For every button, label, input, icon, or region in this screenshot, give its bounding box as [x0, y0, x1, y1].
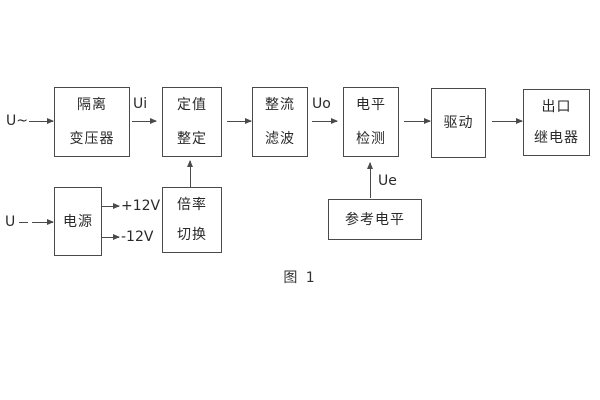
- output-relay-line2: 继电器: [534, 130, 579, 146]
- dc-input-dash: [19, 222, 28, 223]
- block-ratio-switch: 倍率 切换: [162, 187, 222, 253]
- arrow-driver-to-relay: [492, 118, 523, 124]
- setting-adjust-line2: 整定: [177, 131, 207, 147]
- ratio-switch-line2: 切换: [177, 227, 207, 243]
- rectifier-filter-line1: 整流: [265, 97, 295, 113]
- output-relay-line1: 出口: [541, 99, 572, 115]
- level-detect-line1: 电平: [356, 97, 386, 113]
- arrow-ratio-to-setting: [187, 160, 193, 187]
- arrow-minus-12v: [102, 234, 120, 240]
- minus-12v-label: -12V: [121, 229, 154, 245]
- ac-input-label: U~: [6, 113, 28, 129]
- arrow-plus-12v: [102, 203, 120, 209]
- signal-ui-label: Ui: [133, 96, 148, 112]
- isolation-transformer-line1: 隔离: [77, 97, 107, 113]
- arrow-ui: [132, 118, 157, 124]
- block-isolation-transformer: 隔离 变压器: [54, 87, 130, 157]
- arrow-uo: [312, 118, 338, 124]
- reference-level-label: 参考电平: [345, 211, 405, 228]
- block-rectifier-filter: 整流 滤波: [252, 87, 308, 157]
- block-driver: 驱动: [431, 88, 486, 158]
- dc-input-label: U: [5, 214, 16, 230]
- arrow-ue: [367, 162, 373, 198]
- driver-label: 驱动: [443, 115, 474, 131]
- block-reference-level: 参考电平: [328, 199, 422, 240]
- block-setting-adjust: 定值 整定: [162, 87, 222, 157]
- arrow-setting-to-rectifier: [227, 118, 252, 124]
- dc-input-arrow: [32, 219, 54, 225]
- setting-adjust-line1: 定值: [177, 97, 207, 113]
- arrow-level-to-driver: [404, 118, 431, 124]
- block-power-supply: 电源: [54, 187, 102, 256]
- isolation-transformer-line2: 变压器: [69, 131, 115, 147]
- signal-uo-label: Uo: [312, 96, 331, 112]
- rectifier-filter-line2: 滤波: [265, 131, 295, 147]
- plus-12v-label: +12V: [121, 198, 161, 214]
- ac-input-arrow: [29, 118, 54, 124]
- level-detect-line2: 检测: [356, 131, 386, 147]
- ratio-switch-line1: 倍率: [177, 197, 207, 213]
- power-supply-label: 电源: [63, 213, 93, 230]
- figure-caption: 图 1: [283, 270, 317, 286]
- block-level-detect: 电平 检测: [343, 87, 399, 157]
- block-output-relay: 出口 继电器: [523, 89, 590, 156]
- signal-ue-label: Ue: [378, 173, 397, 189]
